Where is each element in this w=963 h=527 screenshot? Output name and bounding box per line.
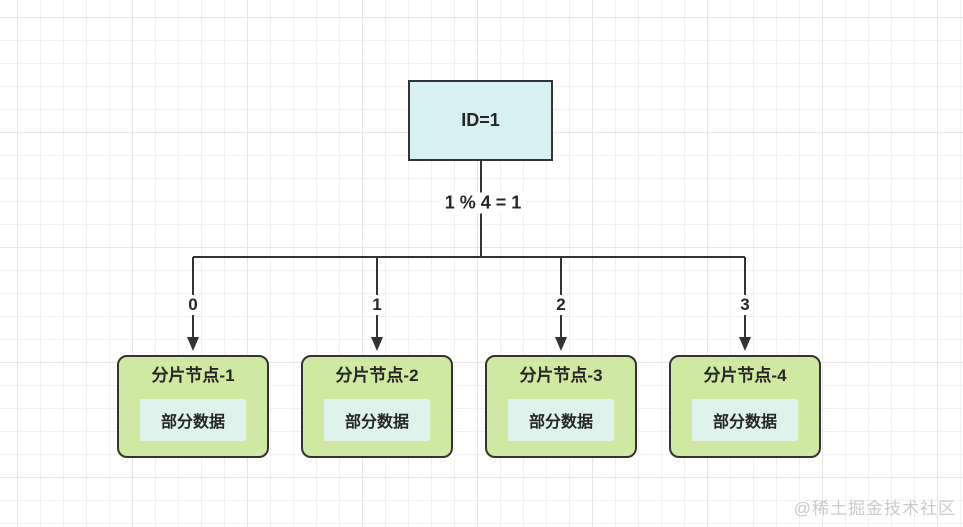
shard-node-3-title: 分片节点-3 xyxy=(519,366,603,385)
branch-index-label-0: 0 xyxy=(185,295,201,315)
shard-node-1: 分片节点-1 部分数据 xyxy=(117,355,269,458)
arrowhead-icon xyxy=(739,337,751,351)
shard-node-3-partial-data: 部分数据 xyxy=(508,399,614,441)
root-id-node: ID=1 xyxy=(408,80,553,161)
arrowhead-icon xyxy=(371,337,383,351)
arrowhead-icon xyxy=(187,337,199,351)
branch-index-label-3: 3 xyxy=(737,295,753,315)
shard-node-3: 分片节点-3 部分数据 xyxy=(485,355,637,458)
shard-node-4-partial-data: 部分数据 xyxy=(692,399,798,441)
shard-node-2-title: 分片节点-2 xyxy=(335,366,419,385)
mod-expression-label: 1 % 4 = 1 xyxy=(440,192,526,214)
shard-node-4: 分片节点-4 部分数据 xyxy=(669,355,821,458)
arrowhead-icon xyxy=(555,337,567,351)
shard-node-1-title: 分片节点-1 xyxy=(151,366,235,385)
watermark-text: @稀土掘金技术社区 xyxy=(793,499,956,518)
root-id-node-label: ID=1 xyxy=(461,110,500,130)
branch-index-label-2: 2 xyxy=(553,295,569,315)
shard-node-2: 分片节点-2 部分数据 xyxy=(301,355,453,458)
shard-node-2-partial-data: 部分数据 xyxy=(324,399,430,441)
shard-node-4-title: 分片节点-4 xyxy=(703,366,787,385)
shard-node-1-partial-data: 部分数据 xyxy=(140,399,246,441)
branch-index-label-1: 1 xyxy=(369,295,385,315)
